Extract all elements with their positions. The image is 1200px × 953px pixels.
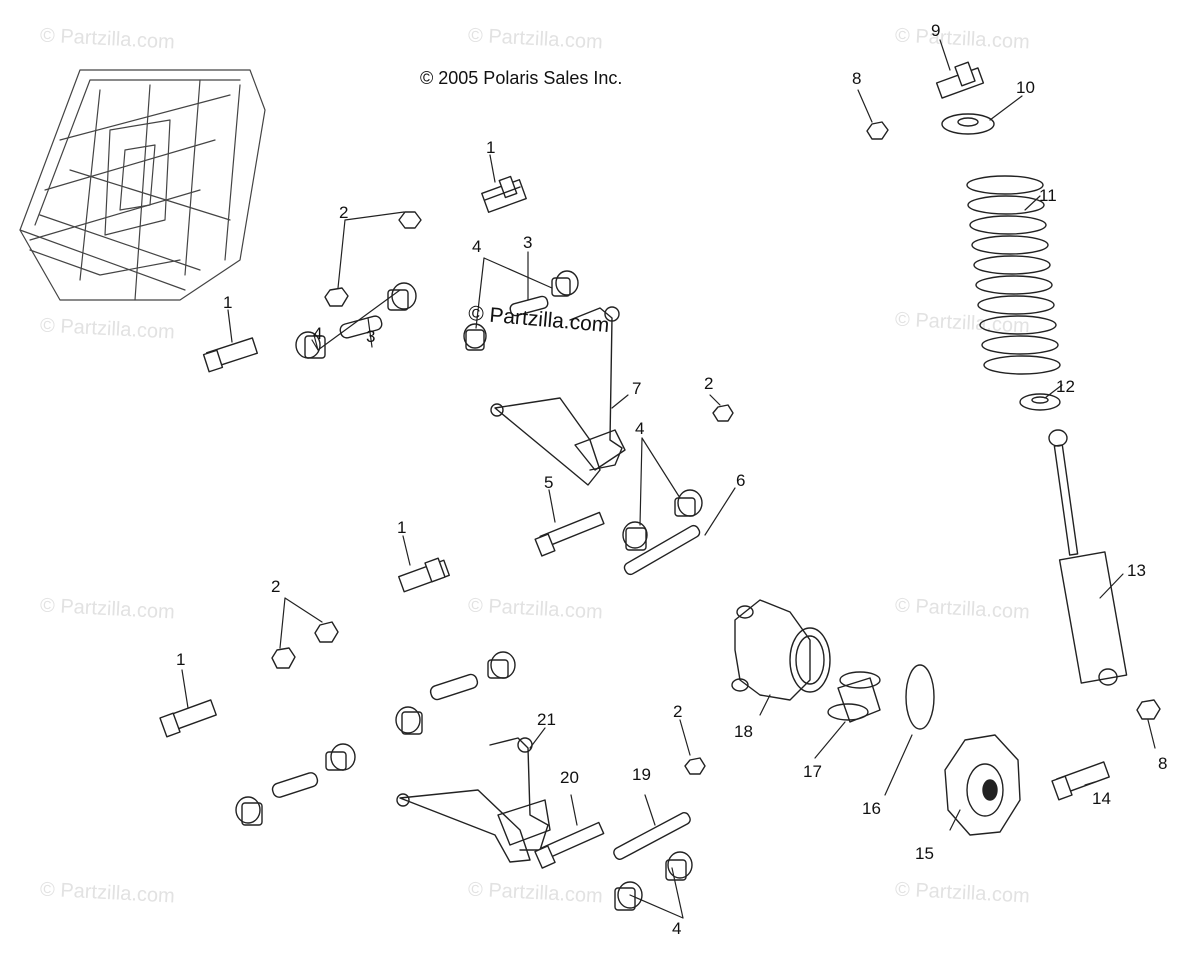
frame-illustration xyxy=(19,69,266,301)
bearing-carrier xyxy=(731,599,831,701)
callout-10[interactable]: 10 xyxy=(1016,78,1035,97)
callout-2[interactable]: 2 xyxy=(271,577,281,596)
shock-absorber xyxy=(1048,429,1128,686)
bolt xyxy=(1051,761,1110,801)
callout-4[interactable]: 4 xyxy=(672,919,682,938)
callout-20[interactable]: 20 xyxy=(560,768,579,787)
callout-9[interactable]: 9 xyxy=(931,21,941,40)
callout-17[interactable]: 17 xyxy=(803,762,822,781)
lower-bushing-set xyxy=(235,651,516,826)
callout-5[interactable]: 5 xyxy=(544,473,554,492)
copyright-notice: © 2005 Polaris Sales Inc. xyxy=(420,68,623,88)
callout-2[interactable]: 2 xyxy=(673,702,683,721)
callout-16[interactable]: 16 xyxy=(862,799,881,818)
callout-14[interactable]: 14 xyxy=(1092,789,1111,808)
callout-18[interactable]: 18 xyxy=(734,722,753,741)
a-arm-upper xyxy=(490,306,626,486)
callout-1[interactable]: 1 xyxy=(397,518,407,537)
callout-8[interactable]: 8 xyxy=(1158,754,1168,773)
bolt xyxy=(398,557,450,593)
callout-19[interactable]: 19 xyxy=(632,765,651,784)
callout-4[interactable]: 4 xyxy=(313,324,323,343)
bearing xyxy=(827,671,881,723)
callout-8[interactable]: 8 xyxy=(852,69,862,88)
bottom-bushings xyxy=(614,851,693,911)
bolt xyxy=(935,61,985,99)
callout-21[interactable]: 21 xyxy=(537,710,556,729)
callout-13[interactable]: 13 xyxy=(1127,561,1146,580)
callout-11[interactable]: 11 xyxy=(1039,186,1057,205)
callout-3[interactable]: 3 xyxy=(523,233,533,252)
callout-12[interactable]: 12 xyxy=(1056,377,1075,396)
callout-1[interactable]: 1 xyxy=(176,650,186,669)
nut xyxy=(271,211,734,775)
callout-2[interactable]: 2 xyxy=(339,203,349,222)
bolt xyxy=(481,175,527,213)
callout-1[interactable]: 1 xyxy=(486,138,496,157)
callout-3[interactable]: 3 xyxy=(366,327,376,346)
callout-2[interactable]: 2 xyxy=(704,374,714,393)
callout-1[interactable]: 1 xyxy=(223,293,233,312)
callout-7[interactable]: 7 xyxy=(632,379,642,398)
pins xyxy=(534,812,691,869)
a-arm-lower xyxy=(396,737,551,863)
callout-6[interactable]: 6 xyxy=(736,471,746,490)
bolt xyxy=(159,699,217,738)
nut xyxy=(866,121,889,140)
snap-ring xyxy=(905,664,935,730)
nut xyxy=(1136,699,1161,720)
retainer xyxy=(941,113,995,135)
washer xyxy=(1019,393,1061,411)
bushing-set xyxy=(295,270,579,359)
callout-4[interactable]: 4 xyxy=(472,237,482,256)
callout-4[interactable]: 4 xyxy=(635,419,645,438)
leader-lines xyxy=(181,39,1156,919)
callout-15[interactable]: 15 xyxy=(915,844,934,863)
coil-spring xyxy=(966,175,1061,375)
hub xyxy=(944,734,1021,836)
pin-and-bushings xyxy=(534,489,703,576)
bolt xyxy=(202,337,258,373)
